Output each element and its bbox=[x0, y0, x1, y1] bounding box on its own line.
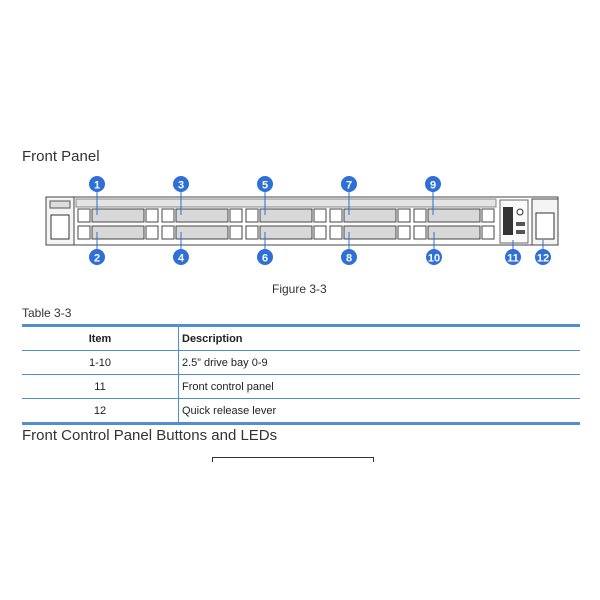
quick-release-lever bbox=[535, 212, 555, 240]
front-panel-figure: 1 3 5 7 9 2 4 6 8 10 11 12 bbox=[45, 176, 559, 265]
callout-number: 11 bbox=[507, 253, 519, 265]
next-section-title: Front Control Panel Buttons and LEDs bbox=[22, 427, 278, 444]
callout-number: 1 bbox=[94, 180, 100, 192]
drive-bay bbox=[259, 208, 313, 223]
callout-number: 6 bbox=[262, 253, 268, 265]
drive-latch bbox=[329, 225, 343, 240]
drive-slot bbox=[397, 225, 411, 240]
header-description: Description bbox=[178, 324, 580, 351]
callout-number: 3 bbox=[178, 180, 184, 192]
header-item: Item bbox=[22, 324, 179, 351]
callouts: 1 3 5 7 9 2 4 6 8 10 11 12 bbox=[89, 176, 551, 265]
cell-description: Front control panel bbox=[178, 374, 580, 399]
server-chassis bbox=[45, 196, 559, 246]
table-header-row: Item Description bbox=[22, 324, 580, 351]
cell-item: 1-10 bbox=[22, 350, 179, 375]
callout-number: 7 bbox=[346, 180, 352, 192]
callout-badge bbox=[341, 176, 357, 192]
callout-badge bbox=[425, 176, 441, 192]
drive-bay bbox=[175, 225, 229, 240]
drive-slot bbox=[313, 208, 327, 223]
callout-badge bbox=[89, 249, 105, 265]
drive-slot bbox=[229, 208, 243, 223]
cell-item: 11 bbox=[22, 374, 179, 399]
drive-bay bbox=[427, 225, 481, 240]
control-panel bbox=[499, 199, 529, 244]
callout-badge bbox=[341, 249, 357, 265]
cell-description: Quick release lever bbox=[178, 398, 580, 425]
callout-badge bbox=[173, 176, 189, 192]
callout-badge bbox=[505, 249, 521, 265]
drive-bay bbox=[91, 208, 145, 223]
drive-latch bbox=[77, 225, 91, 240]
power-button bbox=[516, 208, 524, 216]
table-label: Table 3-3 bbox=[22, 306, 72, 320]
callout-number: 5 bbox=[262, 180, 268, 192]
drive-slot bbox=[481, 208, 495, 223]
drive-latch bbox=[77, 208, 91, 223]
left-handle bbox=[50, 214, 70, 240]
callout-number: 10 bbox=[428, 253, 440, 265]
drive-slot bbox=[229, 225, 243, 240]
callout-badge bbox=[426, 249, 442, 265]
callout-badge bbox=[257, 249, 273, 265]
drive-latch bbox=[161, 225, 175, 240]
callout-number: 12 bbox=[537, 253, 549, 265]
drive-slot bbox=[145, 225, 159, 240]
diagram-top-edge bbox=[212, 457, 374, 462]
drive-bay bbox=[259, 225, 313, 240]
drive-slot bbox=[313, 225, 327, 240]
callout-number: 4 bbox=[178, 253, 185, 265]
callout-number: 8 bbox=[346, 253, 352, 265]
drive-latch bbox=[161, 208, 175, 223]
drive-slot bbox=[145, 208, 159, 223]
usb-port bbox=[516, 230, 525, 234]
section-title: Front Panel bbox=[22, 148, 100, 165]
callout-number: 9 bbox=[430, 180, 436, 192]
drive-latch bbox=[413, 208, 427, 223]
drive-bay bbox=[427, 208, 481, 223]
drive-latch bbox=[245, 208, 259, 223]
vent-strip bbox=[75, 198, 497, 208]
cell-item: 12 bbox=[22, 398, 179, 425]
drive-latch bbox=[245, 225, 259, 240]
drive-bay bbox=[175, 208, 229, 223]
callout-badge bbox=[89, 176, 105, 192]
cell-description: 2.5” drive bay 0-9 bbox=[178, 350, 580, 375]
drive-slot bbox=[481, 225, 495, 240]
drive-bay bbox=[343, 208, 397, 223]
callout-number: 2 bbox=[94, 253, 100, 265]
callout-badge bbox=[173, 249, 189, 265]
callout-badge bbox=[257, 176, 273, 192]
callout-badge bbox=[535, 249, 551, 265]
drive-bay bbox=[343, 225, 397, 240]
drive-latch bbox=[329, 208, 343, 223]
logo-plate bbox=[49, 200, 71, 209]
usb-port bbox=[516, 222, 525, 226]
vga-port bbox=[503, 207, 513, 235]
figure-caption: Figure 3-3 bbox=[272, 282, 327, 296]
drive-bay bbox=[91, 225, 145, 240]
drive-latch bbox=[413, 225, 427, 240]
drive-slot bbox=[397, 208, 411, 223]
